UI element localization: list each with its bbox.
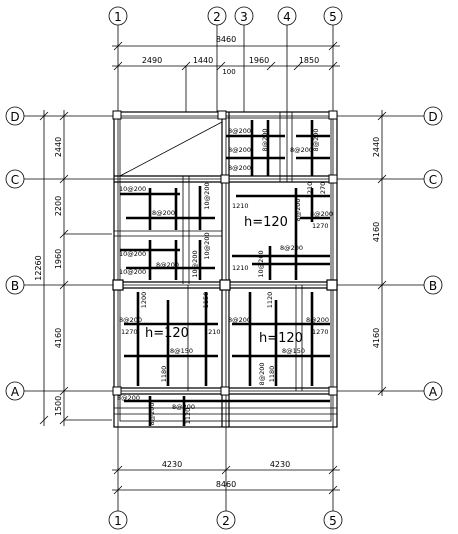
length-label: 1270 <box>121 328 138 336</box>
rebar-label: 10@200 <box>257 250 265 277</box>
grid-axis-lines <box>24 25 424 511</box>
left-dimensions: 12260 2440 2200 1960 4160 1500 <box>34 110 112 426</box>
rebar-label: 10@200 <box>119 250 146 258</box>
rebar-label: 10@200 <box>191 250 199 277</box>
rebar-label: 8@200 <box>306 316 329 324</box>
dim-top-4: 1850 <box>299 56 319 65</box>
rebar-label: 8@200 <box>119 316 142 324</box>
dim-left-3: 1960 <box>54 249 63 269</box>
rebar-label: 10@200 <box>119 185 146 193</box>
length-labels: 1210 1210 1210 1270 1270 1270 1210 1270 … <box>121 182 329 425</box>
rebar-label: 8@200 <box>294 198 302 221</box>
length-label: 1150 <box>202 292 210 309</box>
rebar-label: 8@200 <box>152 209 175 217</box>
rebar-label: 8@200 <box>172 403 195 411</box>
length-label: 1270 <box>312 328 329 336</box>
rebar-label: 8@200 <box>228 164 251 172</box>
axis-bubble-2-bottom: 2 <box>222 514 230 528</box>
rebar-label: 8@200 <box>228 127 251 135</box>
slab-labels: h=120 h=120 h=120 <box>145 215 303 346</box>
length-label: 1180 <box>160 366 168 383</box>
axis-bubble-1-top: 1 <box>114 10 122 24</box>
length-label: 1210 <box>232 264 249 272</box>
axis-bubble-A-left: A <box>11 385 20 399</box>
axis-bubble-5-bottom: 5 <box>329 514 337 528</box>
length-label: 1210 <box>204 328 221 336</box>
axis-bubble-C-left: C <box>11 173 19 187</box>
rebar-label: 8@200 <box>261 128 269 151</box>
axis-bubble-D-right: D <box>428 110 437 124</box>
axis-bubble-5-top: 5 <box>329 10 337 24</box>
bottom-dimensions: 4230 4230 8460 <box>112 460 340 495</box>
length-label: 1120 <box>266 292 274 309</box>
dim-left-5: 1500 <box>54 396 63 416</box>
rebar-label: 8@200 <box>228 316 251 324</box>
length-label: 1210 <box>232 202 249 210</box>
length-label: 1270 <box>312 222 329 230</box>
rebar-label: 8@200 <box>312 128 320 151</box>
slab-thickness-label: h=120 <box>145 326 189 341</box>
right-dimensions: 2440 4160 4160 <box>372 110 387 396</box>
length-label: 1200 <box>140 292 148 309</box>
slab-thickness-label: h=120 <box>244 215 288 230</box>
dim-top-total: 8460 <box>216 35 236 44</box>
axis-bubble-3-top: 3 <box>240 10 248 24</box>
length-label: 1210 <box>306 182 314 199</box>
dim-top-small: 100 <box>222 68 235 76</box>
rebar-label: 8@200 <box>280 244 303 252</box>
rebar-label: 10@200 <box>203 182 211 209</box>
building-structure <box>112 110 338 428</box>
dim-top-2: 1440 <box>193 56 213 65</box>
length-label: 1270 <box>319 182 327 199</box>
axis-bubble-1-bottom: 1 <box>114 514 122 528</box>
dim-right-3: 4160 <box>372 328 381 348</box>
dim-top-1: 2490 <box>142 56 162 65</box>
rebar-label: 8@200 <box>117 394 140 402</box>
dim-bottom-total: 8460 <box>216 480 236 489</box>
rebar-label: 8@200 <box>228 146 251 154</box>
top-dimensions: 8460 2490 1440 1960 1850 100 <box>112 35 340 112</box>
length-label: 1120 <box>184 408 192 425</box>
dim-left-2: 2200 <box>54 196 63 216</box>
bottom-axis-bubbles: 1 2 5 <box>108 510 343 530</box>
dim-top-3: 1960 <box>249 56 269 65</box>
length-label: 1180 <box>268 366 276 383</box>
axis-bubble-C-right: C <box>429 173 437 187</box>
dim-left-total: 12260 <box>34 255 43 280</box>
dim-left-1: 2440 <box>54 137 63 157</box>
rebar-spec-labels: 8@200 8@200 8@200 8@200 10@200 8@200 10@… <box>117 127 333 426</box>
axis-bubble-B-right: B <box>429 279 437 293</box>
axis-bubble-D-left: D <box>10 110 19 124</box>
axis-bubble-B-left: B <box>11 279 19 293</box>
rebar-bars <box>120 120 330 426</box>
rebar-label: 10@200 <box>203 232 211 259</box>
rebar-label: 10@200 <box>119 268 146 276</box>
rebar-label: 8@200 <box>258 362 266 385</box>
rebar-label: 8@200 <box>310 210 333 218</box>
slab-thickness-label: h=120 <box>259 331 303 346</box>
dim-right-2: 4160 <box>372 222 381 242</box>
dim-bottom-1: 4230 <box>162 460 182 469</box>
rebar-label: 8@150 <box>170 347 193 355</box>
axis-bubble-2-top: 2 <box>213 10 221 24</box>
dim-right-1: 2440 <box>372 137 381 157</box>
rebar-label: 8@200 <box>156 261 179 269</box>
axis-bubble-4-top: 4 <box>283 10 291 24</box>
rebar-label: 8@150 <box>282 347 305 355</box>
rebar-label: 8@200 <box>148 402 156 425</box>
rebar-label: 8@200 <box>290 146 313 154</box>
dim-bottom-2: 4230 <box>270 460 290 469</box>
top-axis-bubbles: 1 2 3 4 5 <box>108 6 343 26</box>
dim-left-4: 4160 <box>54 328 63 348</box>
axis-bubble-A-right: A <box>429 385 438 399</box>
